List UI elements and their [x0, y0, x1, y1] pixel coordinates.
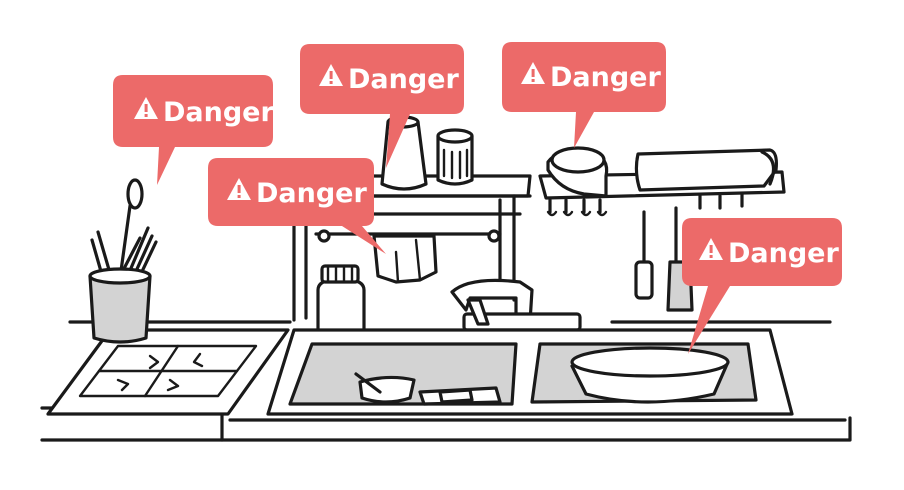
warning-label: Danger — [348, 64, 459, 95]
towel — [372, 234, 438, 284]
warning-bubble-bowl-rack: Danger — [502, 42, 666, 148]
stove-top — [46, 328, 290, 416]
bottle — [316, 264, 366, 339]
warning-label: Danger — [550, 62, 661, 93]
warning-bubble-cups: Danger — [300, 44, 464, 168]
warning-triangle-icon — [227, 178, 251, 200]
left-basin-dishes — [354, 372, 502, 406]
warning-label: Danger — [256, 178, 367, 209]
warning-triangle-icon — [319, 64, 343, 86]
warning-triangle-icon — [521, 62, 545, 84]
warning-bubble-sink-basin: Danger — [682, 218, 842, 354]
sink-basin — [570, 346, 730, 404]
warning-label: Danger — [163, 97, 274, 128]
warning-bubble-utensil-holder: Danger — [113, 75, 274, 185]
warning-triangle-icon — [134, 97, 158, 119]
dish-rack — [538, 146, 786, 217]
faucet — [450, 278, 582, 332]
utensil-holder — [88, 178, 158, 344]
warning-label: Danger — [728, 238, 839, 269]
warning-bubble-towel: Danger — [208, 158, 386, 254]
warning-triangle-icon — [699, 238, 723, 260]
